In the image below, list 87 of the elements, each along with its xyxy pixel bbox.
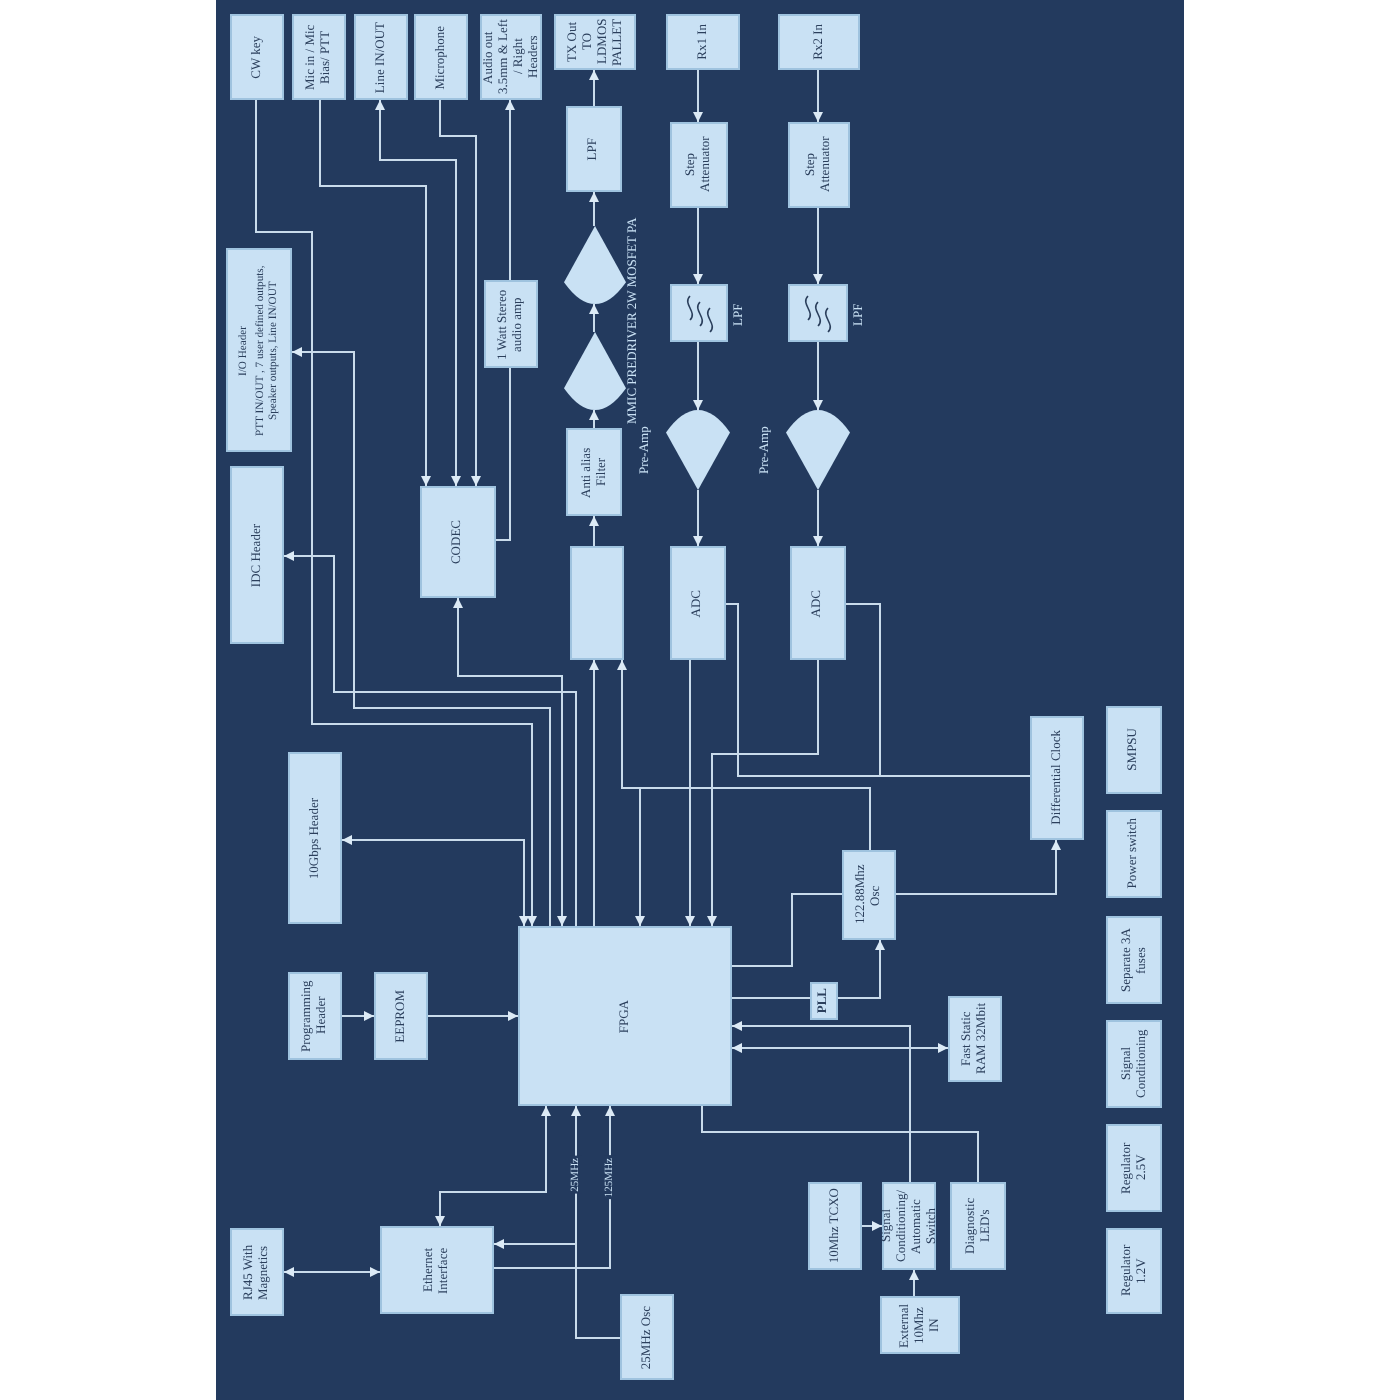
process-box xyxy=(1106,1020,1162,1108)
process-box xyxy=(788,122,850,208)
connector-line xyxy=(255,99,537,927)
connector-line xyxy=(375,99,461,487)
process-box xyxy=(414,14,468,100)
input-box xyxy=(666,14,740,70)
process-box xyxy=(566,106,622,192)
amplifier-triangle xyxy=(564,332,626,410)
process-box xyxy=(292,14,346,100)
connector-line xyxy=(685,659,695,927)
connector-line xyxy=(813,207,823,285)
connector-line xyxy=(693,341,703,411)
process-box xyxy=(1106,1228,1162,1314)
process-box xyxy=(620,1294,674,1380)
process-box xyxy=(948,996,1002,1082)
process-box xyxy=(354,14,408,100)
process-box xyxy=(790,546,846,660)
connector-line xyxy=(693,489,703,547)
connector-line xyxy=(589,409,599,429)
process-box xyxy=(230,466,284,644)
filter-box xyxy=(670,284,728,342)
process-box xyxy=(808,1182,862,1270)
connector-line xyxy=(731,997,811,999)
amplifier-triangle xyxy=(666,410,730,490)
fpga-box xyxy=(518,926,732,1106)
input-box xyxy=(778,14,860,70)
connector-line xyxy=(845,603,1031,777)
connector-line xyxy=(693,207,703,285)
connector-line xyxy=(589,303,599,333)
connector-line xyxy=(283,551,577,927)
process-box xyxy=(842,850,896,940)
process-box xyxy=(230,14,284,100)
pll-box xyxy=(810,982,838,1020)
connector-line xyxy=(505,99,515,281)
connector-line xyxy=(701,1105,979,1183)
process-box xyxy=(670,546,726,660)
process-box xyxy=(1106,916,1162,1004)
process-box xyxy=(950,1182,1006,1270)
process-box xyxy=(1030,716,1084,840)
connector-line xyxy=(693,69,703,123)
connector-line xyxy=(589,191,599,227)
filter-box xyxy=(788,284,848,342)
connector-line xyxy=(493,1105,615,1269)
process-box xyxy=(288,972,342,1060)
connector-line xyxy=(617,659,871,851)
connector-line xyxy=(291,347,551,927)
process-box xyxy=(670,122,728,208)
amplifier-triangle xyxy=(564,226,626,304)
connector-line xyxy=(283,1267,381,1277)
connector-line xyxy=(427,1011,519,1021)
process-box xyxy=(374,972,428,1060)
process-box xyxy=(566,428,622,516)
process-box xyxy=(1106,1124,1162,1212)
connector-line xyxy=(895,839,1061,895)
connector-line xyxy=(341,835,529,927)
amplifier-triangle xyxy=(786,410,850,490)
connector-line xyxy=(453,597,567,927)
process-box xyxy=(1106,706,1162,794)
connector-line xyxy=(813,69,823,123)
connector-line xyxy=(589,69,599,107)
connector-line xyxy=(439,99,481,487)
connector-line xyxy=(341,1011,375,1021)
output-box xyxy=(554,14,636,70)
process-box xyxy=(880,1296,960,1354)
process-box xyxy=(226,248,292,452)
connector-line xyxy=(707,659,819,927)
connector-line xyxy=(837,939,885,999)
process-box xyxy=(380,1226,494,1314)
connector-line xyxy=(731,893,843,967)
connector-line xyxy=(319,99,431,487)
process-box xyxy=(288,752,342,924)
process-box xyxy=(570,546,624,660)
process-box xyxy=(484,280,538,368)
connector-line xyxy=(731,1043,949,1053)
connector-line xyxy=(909,1269,919,1297)
connector-line xyxy=(589,659,599,927)
connector-line xyxy=(813,341,823,411)
connector-line xyxy=(495,367,511,541)
process-box xyxy=(420,486,496,598)
connector-line xyxy=(493,1239,621,1339)
connector-line xyxy=(813,489,823,547)
connector-line xyxy=(435,1105,551,1227)
connector-line xyxy=(731,1021,911,1183)
connector-line xyxy=(589,515,599,547)
process-box xyxy=(230,1228,284,1316)
connector-line xyxy=(861,1221,883,1231)
process-box xyxy=(1106,810,1162,898)
